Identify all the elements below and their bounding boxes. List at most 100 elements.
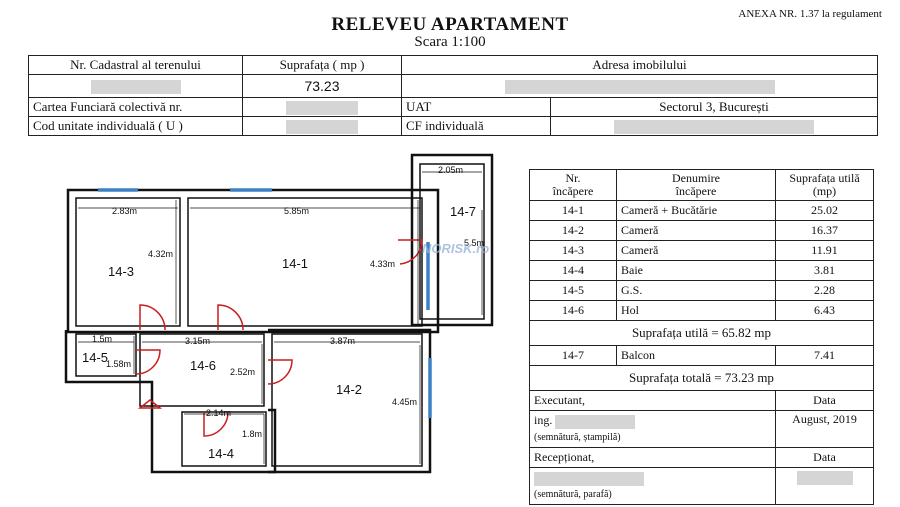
cf-collective-label: Cartea Funciară colectivă nr.	[28, 97, 243, 117]
redacted-block	[286, 120, 358, 134]
cell-area: 16.37	[775, 220, 874, 241]
redacted-block	[796, 471, 853, 486]
area-value: 73.23	[242, 74, 402, 98]
dim-label: 4.33m	[370, 259, 395, 269]
cell-nr: 14-1	[529, 200, 617, 221]
room-label-14-3: 14-3	[108, 264, 134, 279]
redacted-block	[286, 101, 358, 115]
dim-label: 1.58m	[106, 359, 131, 369]
dim-label: 1.5m	[92, 334, 112, 344]
dim-label: 5.5m	[464, 238, 484, 248]
door-14-4	[203, 411, 229, 437]
cf-individual-label: CF individuală	[401, 116, 551, 136]
grand-total: Suprafața totală = 73.23 mp	[529, 365, 874, 391]
cell-area: 25.02	[775, 200, 874, 221]
dim-label: 2.52m	[230, 367, 255, 377]
redacted-block	[555, 414, 636, 429]
cell-name: G.S.	[616, 280, 776, 301]
property-header-table: Nr. Cadastral al terenului Suprafața ( m…	[28, 55, 878, 136]
table-row: 14-6 Hol 6.43	[529, 300, 874, 321]
windows	[98, 188, 432, 418]
redacted-block	[534, 471, 644, 486]
dim-label: 4.45m	[392, 397, 417, 407]
col-name: Denumire încăpere	[616, 169, 776, 201]
room-14-7-wall	[419, 163, 485, 320]
executant-label: Executant,	[529, 390, 776, 411]
executant-prefix: ing.	[534, 413, 553, 428]
cell-area: 7.41	[775, 345, 874, 366]
uat-label: UAT	[401, 97, 551, 117]
room-label-14-5: 14-5	[82, 350, 108, 365]
cadastral-value	[28, 74, 243, 98]
door-14-7	[398, 239, 423, 265]
cell-name: Cameră + Bucătărie	[616, 200, 776, 221]
cell-area: 11.91	[775, 240, 874, 261]
dim-label: 5.85m	[284, 206, 309, 216]
receptionat-sign: (semnătură, parafă)	[534, 488, 612, 500]
doors	[135, 239, 423, 437]
door-14-5	[135, 349, 161, 375]
room-14-5-wall	[75, 333, 137, 377]
door-14-2	[267, 359, 293, 385]
dim-label: 2.05m	[438, 165, 463, 175]
cadastral-label: Nr. Cadastral al terenului	[28, 55, 243, 75]
rooms-table: Nr. încăpere Denumire încăpere Suprafața…	[529, 169, 874, 505]
col-area: Suprafața utilă (mp)	[775, 169, 874, 201]
redacted-block	[504, 80, 775, 94]
cell-nr: 14-7	[529, 345, 617, 366]
table-row: 14-2 Cameră 16.37	[529, 220, 874, 241]
cell-nr: 14-2	[529, 220, 617, 241]
room-label-14-6: 14-6	[190, 358, 216, 373]
table-row: 14-7 Balcon 7.41	[529, 345, 874, 366]
table-row: 14-5 G.S. 2.28	[529, 280, 874, 301]
document-title: RELEVEU APARTAMENT	[331, 14, 569, 35]
cell-area: 3.81	[775, 260, 874, 281]
room-14-1-wall	[187, 197, 423, 327]
executant-date: August, 2019	[775, 410, 874, 448]
room-14-6-wall	[139, 333, 265, 407]
cell-area: 6.43	[775, 300, 874, 321]
uat-value: Sectorul 3, București	[550, 97, 878, 117]
room-14-4-wall	[181, 411, 267, 467]
room-14-2-wall	[271, 333, 423, 467]
receptionat-label: Recepționat,	[529, 447, 776, 468]
floor-plan: 2.83m 4.32m 5.85m 4.33m 2.05m 5.5m 1.5m …	[64, 153, 494, 474]
dim-label: 2.83m	[112, 206, 137, 216]
dim-label: 2.14m	[206, 408, 231, 418]
executant-sign: (semnătură, ștampilă)	[534, 431, 621, 443]
outer-wall-lower-left	[64, 330, 277, 474]
executant-cell: ing. (semnătură, ștampilă)	[529, 410, 776, 448]
useful-total: Suprafața utilă = 65.82 mp	[529, 320, 874, 346]
cell-name: Cameră	[616, 240, 776, 261]
cf-collective-value	[242, 97, 402, 117]
cell-name: Baie	[616, 260, 776, 281]
door-14-1	[217, 304, 244, 331]
address-label: Adresa imobilului	[401, 55, 878, 75]
door-14-3	[139, 304, 166, 331]
cell-area: 2.28	[775, 280, 874, 301]
cell-name: Cameră	[616, 220, 776, 241]
col-nr: Nr. încăpere	[529, 169, 617, 201]
cell-nr: 14-3	[529, 240, 617, 261]
annex-label: ANEXA NR. 1.37 la regulament	[738, 8, 882, 20]
date-label: Data	[775, 390, 874, 411]
dim-label: 3.15m	[185, 336, 210, 346]
cell-name: Hol	[616, 300, 776, 321]
address-value	[401, 74, 878, 98]
unit-code-label: Cod unitate individuală ( U )	[28, 116, 243, 136]
table-row: 14-4 Baie 3.81	[529, 260, 874, 281]
room-label-14-1: 14-1	[282, 256, 308, 271]
cell-name: Balcon	[616, 345, 776, 366]
redacted-block	[90, 80, 181, 94]
room-14-3-wall	[75, 197, 181, 327]
table-row: 14-1 Cameră + Bucătărie 25.02	[529, 200, 874, 221]
date-label-2: Data	[775, 447, 874, 468]
unit-code-value	[242, 116, 402, 136]
cf-individual-value	[550, 116, 878, 136]
area-label: Suprafața ( mp )	[242, 55, 402, 75]
dim-label: 1.8m	[242, 429, 262, 439]
cell-nr: 14-4	[529, 260, 617, 281]
receptionat-cell: (semnătură, parafă)	[529, 467, 776, 505]
watermark: NORISK.ro	[422, 241, 490, 256]
cell-nr: 14-5	[529, 280, 617, 301]
